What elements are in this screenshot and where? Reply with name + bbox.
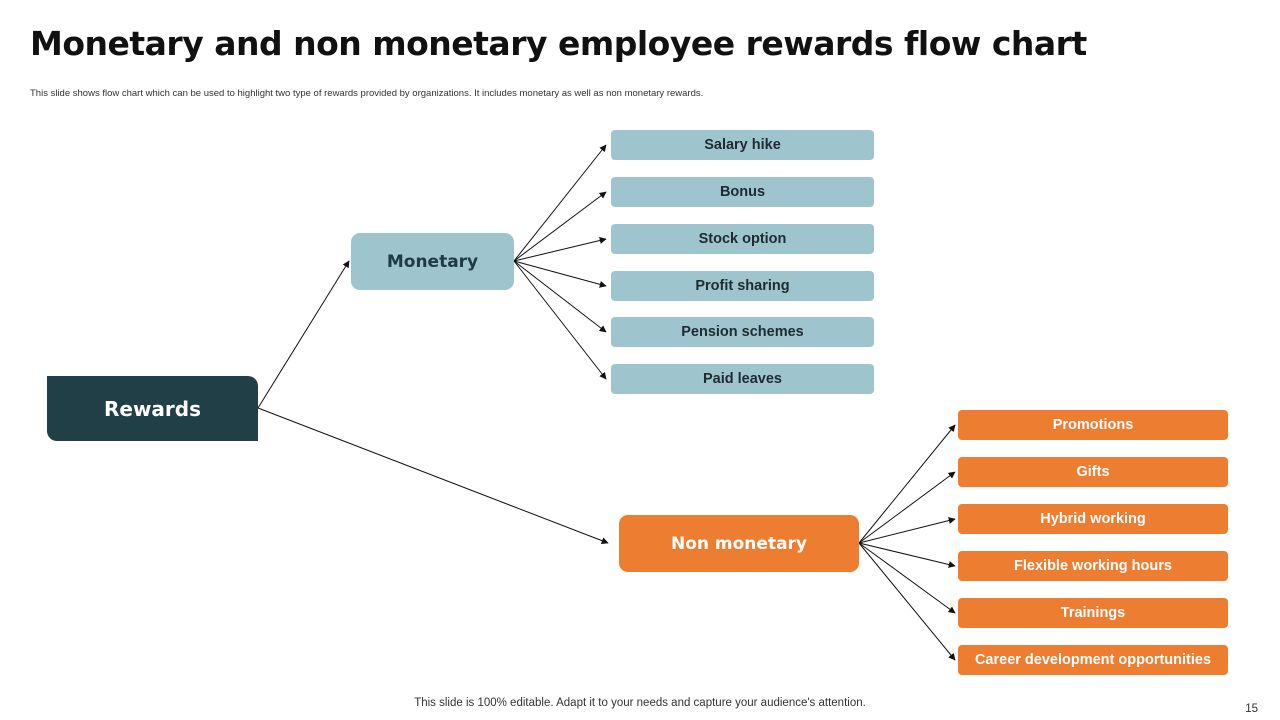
connector-lines	[257, 144, 956, 661]
slide-footer-note: This slide is 100% editable. Adapt it to…	[414, 697, 866, 709]
non-monetary-item-label: Promotions	[1052, 417, 1134, 433]
non-monetary-item-gifts: Gifts	[958, 457, 1228, 487]
monetary-category-node: Monetary	[351, 233, 514, 290]
arrow-non-monetary-to-item-3	[858, 542, 956, 568]
monetary-item-label: Bonus	[719, 184, 766, 200]
monetary-item-label: Pension schemes	[681, 324, 804, 340]
arrow-monetary-to-item-0	[513, 144, 607, 262]
non-monetary-item-career-development: Career development opportunities	[958, 645, 1228, 675]
arrow-non-monetary-to-item-1	[858, 471, 956, 544]
slide-title: Monetary and non monetary employee rewar…	[30, 24, 1087, 63]
non-monetary-item-label: Career development opportunities	[974, 652, 1212, 668]
monetary-item-stock-option: Stock option	[611, 224, 874, 254]
arrow-monetary-to-item-1	[513, 191, 607, 262]
arrow-rewards-to-non-monetary	[257, 407, 609, 544]
monetary-item-paid-leaves: Paid leaves	[611, 364, 874, 394]
non-monetary-item-hybrid-working: Hybrid working	[958, 504, 1228, 534]
non-monetary-item-label: Hybrid working	[1040, 511, 1146, 527]
monetary-item-label: Stock option	[698, 231, 787, 247]
monetary-item-label: Paid leaves	[703, 371, 782, 387]
arrow-monetary-to-item-3	[513, 260, 607, 288]
non-monetary-category-label: Non monetary	[670, 533, 808, 554]
monetary-item-label: Profit sharing	[695, 278, 790, 294]
arrow-monetary-to-item-4	[513, 260, 607, 333]
non-monetary-category-node: Non monetary	[619, 515, 859, 572]
monetary-item-profit-sharing: Profit sharing	[611, 271, 874, 301]
rewards-root-label: Rewards	[103, 396, 202, 421]
arrow-non-monetary-to-item-0	[858, 424, 956, 544]
non-monetary-item-promotions: Promotions	[958, 410, 1228, 440]
monetary-category-label: Monetary	[386, 251, 479, 272]
non-monetary-item-label: Trainings	[1060, 605, 1126, 621]
monetary-item-pension-schemes: Pension schemes	[611, 317, 874, 347]
monetary-item-bonus: Bonus	[611, 177, 874, 207]
arrow-monetary-to-item-5	[513, 260, 607, 380]
arrow-non-monetary-to-item-5	[858, 542, 956, 661]
arrow-monetary-to-item-2	[513, 237, 607, 262]
arrow-rewards-to-monetary	[257, 260, 350, 409]
slide-subtitle: This slide shows flow chart which can be…	[30, 88, 704, 99]
page-number: 15	[1245, 703, 1258, 715]
rewards-root-node: Rewards	[47, 376, 258, 441]
monetary-item-salary-hike: Salary hike	[611, 130, 874, 160]
non-monetary-item-flexible-working-hours: Flexible working hours	[958, 551, 1228, 581]
arrow-non-monetary-to-item-2	[858, 517, 956, 544]
monetary-item-label: Salary hike	[704, 137, 781, 153]
arrow-non-monetary-to-item-4	[858, 542, 956, 614]
non-monetary-item-label: Gifts	[1076, 464, 1110, 480]
non-monetary-item-trainings: Trainings	[958, 598, 1228, 628]
non-monetary-item-label: Flexible working hours	[1014, 558, 1172, 574]
